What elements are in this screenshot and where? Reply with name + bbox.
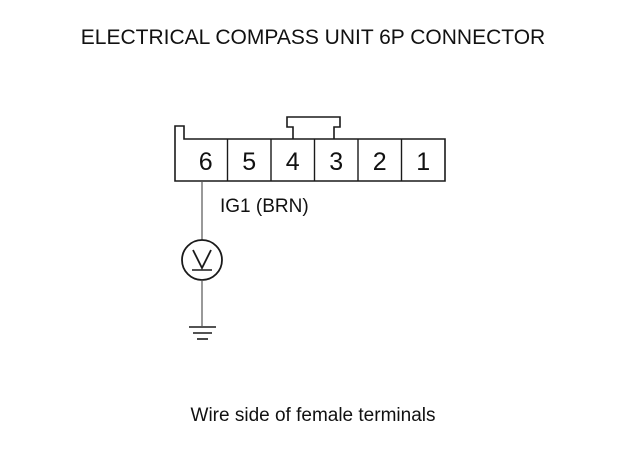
voltmeter-icon (181, 239, 223, 281)
connector-body (174, 125, 446, 182)
pin-6-label: 6 (199, 148, 213, 176)
pin-1-label: 1 (416, 148, 430, 176)
connector-lock-tab (286, 116, 341, 139)
connector-pins: 6 5 4 3 2 1 (199, 139, 430, 181)
pin-4-label: 4 (286, 148, 300, 176)
pin-5-label: 5 (242, 148, 256, 176)
pin-2-label: 2 (373, 148, 387, 176)
wire-label: IG1 (BRN) (220, 196, 309, 217)
pin-3-label: 3 (329, 148, 343, 176)
diagram-title: ELECTRICAL COMPASS UNIT 6P CONNECTOR (81, 26, 545, 49)
ground-icon (189, 326, 216, 340)
diagram-caption: Wire side of female terminals (191, 405, 436, 426)
